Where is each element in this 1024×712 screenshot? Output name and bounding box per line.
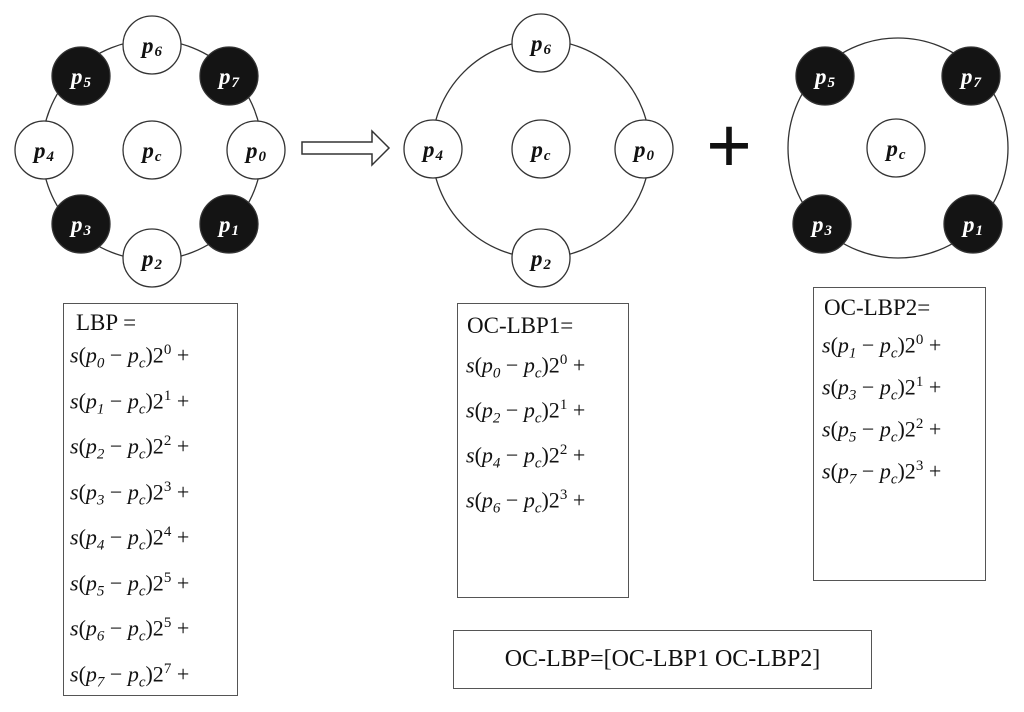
oc-lbp1-node-p6: p6 — [511, 13, 571, 73]
lbp-node-p4-circle — [14, 120, 74, 180]
oc-lbp2-node-p1: p1 — [943, 194, 1003, 254]
oc-lbp2-formula-box: OC-LBP2= s(p1 − pc)20 + s(p3 − pc)21 + s(p… — [813, 287, 986, 581]
oc-lbp2-node-p3: p3 — [792, 194, 852, 254]
lbp-term-0: s(p0 − pc)20 + — [70, 342, 190, 372]
oc-lbp2-node-p7: p7 — [941, 46, 1001, 106]
lbp-formula-box: LBP = s(p0 − pc)20 + s(p1 − pc)21 + s(p2 −… — [63, 303, 238, 696]
lbp-node-p1-circle — [199, 194, 259, 254]
oc-lbp2-node-p3-circle — [792, 194, 852, 254]
lbp-node-p7: p7 — [199, 46, 259, 106]
oc-lbp1-term-0: s(p0 − pc)20 + — [466, 352, 586, 382]
oc-lbp1-node-p0-circle — [614, 119, 674, 179]
lbp-node-p4-label: p4 — [32, 138, 55, 165]
oc-lbp2-node-center: pc — [866, 118, 926, 178]
oc-lbp1-node-p4-circle — [403, 119, 463, 179]
oc-lbp2-node-p1-label: p1 — [961, 212, 983, 239]
lbp-term-7: s(p7 − pc)27 + — [70, 660, 190, 691]
oc-lbp2-term-3: s(p7 − pc)23 + — [822, 458, 942, 488]
oc-lbp2-term-2: s(p5 − pc)22 + — [822, 416, 942, 446]
oc-lbp1-node-p2-circle — [511, 228, 571, 288]
lbp-node-p7-label: p7 — [217, 64, 240, 91]
lbp-node-p4: p4 — [14, 120, 74, 180]
lbp-node-center-circle — [122, 120, 182, 180]
oc-lbp1-formula-title: OC-LBP1= — [467, 313, 574, 338]
lbp-node-p1: p1 — [199, 194, 259, 254]
oc-lbp-result-text: OC-LBP=[OC-LBP1 OC-LBP2] — [504, 646, 821, 672]
oc-lbp2-node-p5-label: p5 — [813, 64, 836, 91]
oc-lbp2-node-p3-label: p3 — [810, 212, 833, 239]
lbp-node-p6-label: p6 — [140, 33, 163, 60]
lbp-node-p6: p6 — [122, 15, 182, 75]
lbp-node-p6-circle — [122, 15, 182, 75]
oc-lbp2-node-p5-circle — [795, 46, 855, 106]
oc-lbp2-neighborhood: p5 p7 p3 p1 pc — [787, 37, 1009, 259]
oc-lbp2-node-p5: p5 — [795, 46, 855, 106]
lbp-node-p5: p5 — [51, 46, 111, 106]
lbp-node-p2-circle — [122, 228, 182, 288]
lbp-formula-title: LBP = — [76, 310, 137, 335]
lbp-node-p0-label: p0 — [244, 138, 267, 165]
oc-lbp1-neighborhood: p6 p4 p0 p2 pc — [403, 13, 674, 288]
oc-lbp1-node-center-label: pc — [529, 137, 551, 164]
oc-lbp1-term-2: s(p4 − pc)22 + — [466, 442, 586, 472]
oc-lbp2-node-center-label: pc — [884, 136, 906, 163]
oc-lbp1-node-p4-label: p4 — [421, 137, 444, 164]
oc-lbp1-formula-box: OC-LBP1= s(p0 − pc)20 + s(p2 − pc)21 + s(p… — [457, 303, 629, 598]
hollow-arrow-icon — [301, 129, 391, 167]
oc-lbp1-node-center-circle — [511, 119, 571, 179]
oc-lbp-result-box: OC-LBP=[OC-LBP1 OC-LBP2] — [453, 630, 872, 689]
oc-lbp1-node-p6-label: p6 — [529, 31, 552, 58]
lbp-neighborhood: p6 p5 p7 p4 p0 p3 p1 p2 pc — [14, 15, 286, 288]
plus-operator: + — [706, 101, 752, 189]
oc-lbp2-formula-title: OC-LBP2= — [824, 295, 931, 320]
lbp-term-2: s(p2 − pc)22 + — [70, 433, 190, 463]
lbp-node-p3-circle — [51, 194, 111, 254]
lbp-node-p2-label: p2 — [140, 246, 163, 273]
lbp-node-p3-label: p3 — [69, 212, 92, 239]
oc-lbp2-node-p7-label: p7 — [959, 64, 982, 91]
oc-lbp2-node-p1-circle — [943, 194, 1003, 254]
lbp-node-p1-label: p1 — [217, 212, 239, 239]
oc-lbp1-node-p0-label: p0 — [632, 137, 655, 164]
lbp-term-1: s(p1 − pc)21 + — [70, 387, 190, 418]
oc-lbp2-term-0: s(p1 − pc)20 + — [822, 332, 942, 362]
lbp-node-p3: p3 — [51, 194, 111, 254]
oc-lbp2-node-p7-circle — [941, 46, 1001, 106]
oc-lbp1-node-p2-label: p2 — [529, 246, 552, 273]
lbp-node-p0-circle — [226, 120, 286, 180]
oc-lbp1-node-center: pc — [511, 119, 571, 179]
oc-lbp1-node-p6-circle — [511, 13, 571, 73]
oc-lbp2-ring-circle — [787, 37, 1009, 259]
oc-lbp1-node-p0: p0 — [614, 119, 674, 179]
oc-lbp2-node-center-circle — [866, 118, 926, 178]
oc-lbp1-node-p2: p2 — [511, 228, 571, 288]
lbp-term-3: s(p3 − pc)23 + — [70, 478, 190, 509]
lbp-node-center: pc — [122, 120, 182, 180]
lbp-node-p2: p2 — [122, 228, 182, 288]
lbp-node-p0: p0 — [226, 120, 286, 180]
lbp-term-4: s(p4 − pc)24 + — [70, 524, 190, 554]
oc-lbp1-term-3: s(p6 − pc)23 + — [466, 487, 586, 517]
lbp-node-p5-circle — [51, 46, 111, 106]
oc-lbp2-term-1: s(p3 − pc)21 + — [822, 374, 942, 404]
lbp-node-p5-label: p5 — [69, 64, 92, 91]
lbp-term-5: s(p5 − pc)25 + — [70, 569, 190, 600]
lbp-node-center-label: pc — [140, 138, 162, 165]
lbp-term-6: s(p6 − pc)25 + — [70, 615, 190, 645]
lbp-node-p7-circle — [199, 46, 259, 106]
oc-lbp1-term-1: s(p2 − pc)21 + — [466, 397, 586, 427]
oc-lbp1-node-p4: p4 — [403, 119, 463, 179]
